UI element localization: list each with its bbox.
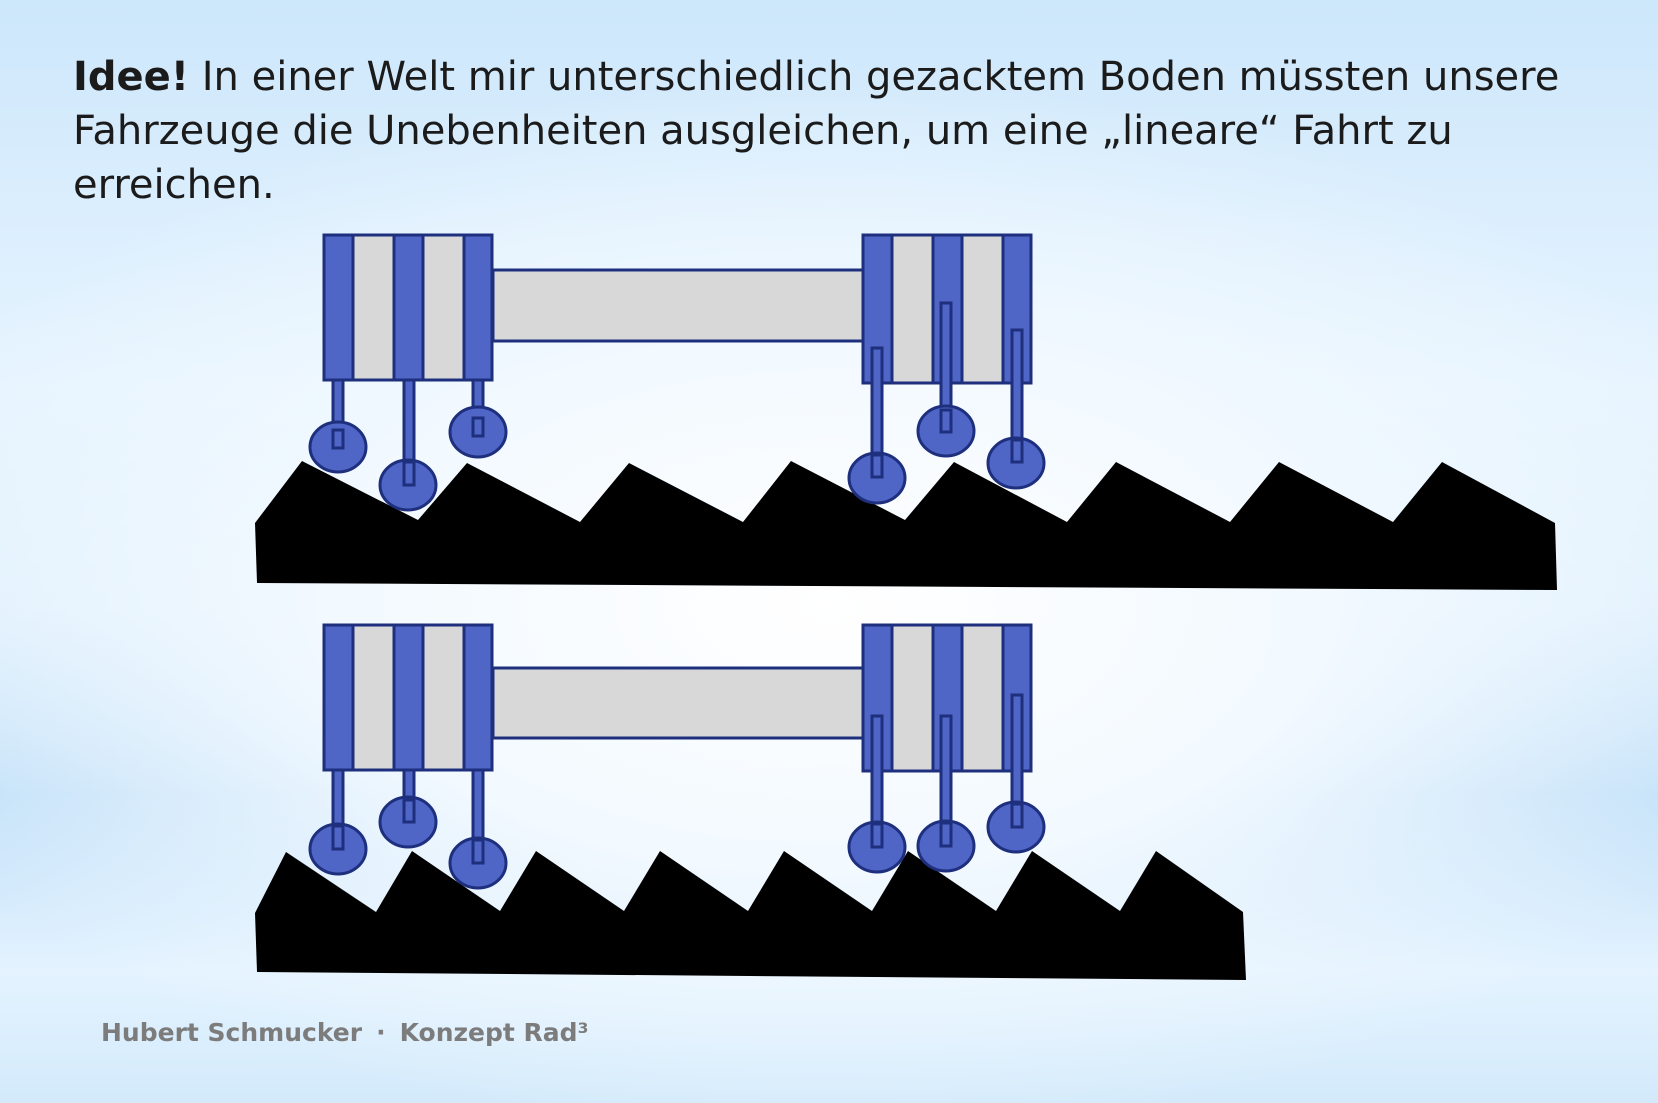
- bottom-vehicle-scene: [255, 623, 1246, 980]
- bottom-jagged-ground: [255, 851, 1246, 980]
- bottom-beam: [491, 666, 867, 740]
- footer-author: Hubert Schmucker: [101, 1018, 363, 1047]
- bottom-right-module: [847, 623, 1046, 874]
- top-left-module: [308, 233, 508, 512]
- slide-heading: Idee! In einer Welt mir unterschiedlich …: [73, 50, 1593, 212]
- top-vehicle-scene: [255, 233, 1557, 590]
- heading-text: In einer Welt mir unterschiedlich gezack…: [73, 54, 1560, 208]
- footer-project: Konzept Rad³: [399, 1018, 589, 1047]
- top-beam: [491, 268, 867, 343]
- footer-separator: ·: [376, 1018, 386, 1047]
- top-jagged-ground: [255, 461, 1557, 590]
- top-right-module: [847, 233, 1046, 505]
- heading-bold: Idee!: [73, 54, 190, 100]
- bottom-left-module: [308, 623, 508, 890]
- slide-footer: Hubert Schmucker · Konzept Rad³: [101, 1018, 589, 1047]
